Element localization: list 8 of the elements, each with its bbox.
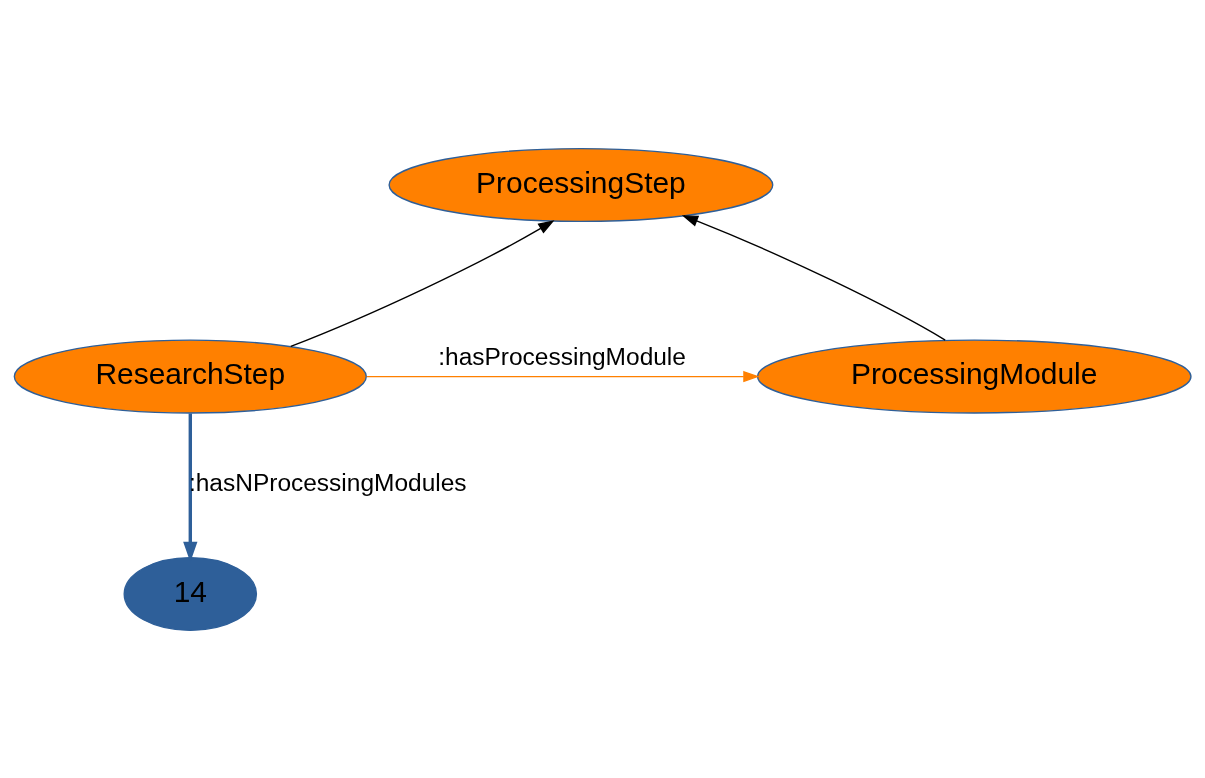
edge-label: :hasProcessingModule <box>438 342 686 370</box>
arrow <box>290 219 555 347</box>
node-ellipse: ProcessingModule <box>756 339 1192 414</box>
node-ellipse: ResearchStep <box>13 339 367 414</box>
arrow <box>681 214 946 341</box>
node-ellipse: 14 <box>123 556 258 631</box>
arrow <box>366 370 760 382</box>
node-ellipse: ProcessingStep <box>388 147 774 222</box>
